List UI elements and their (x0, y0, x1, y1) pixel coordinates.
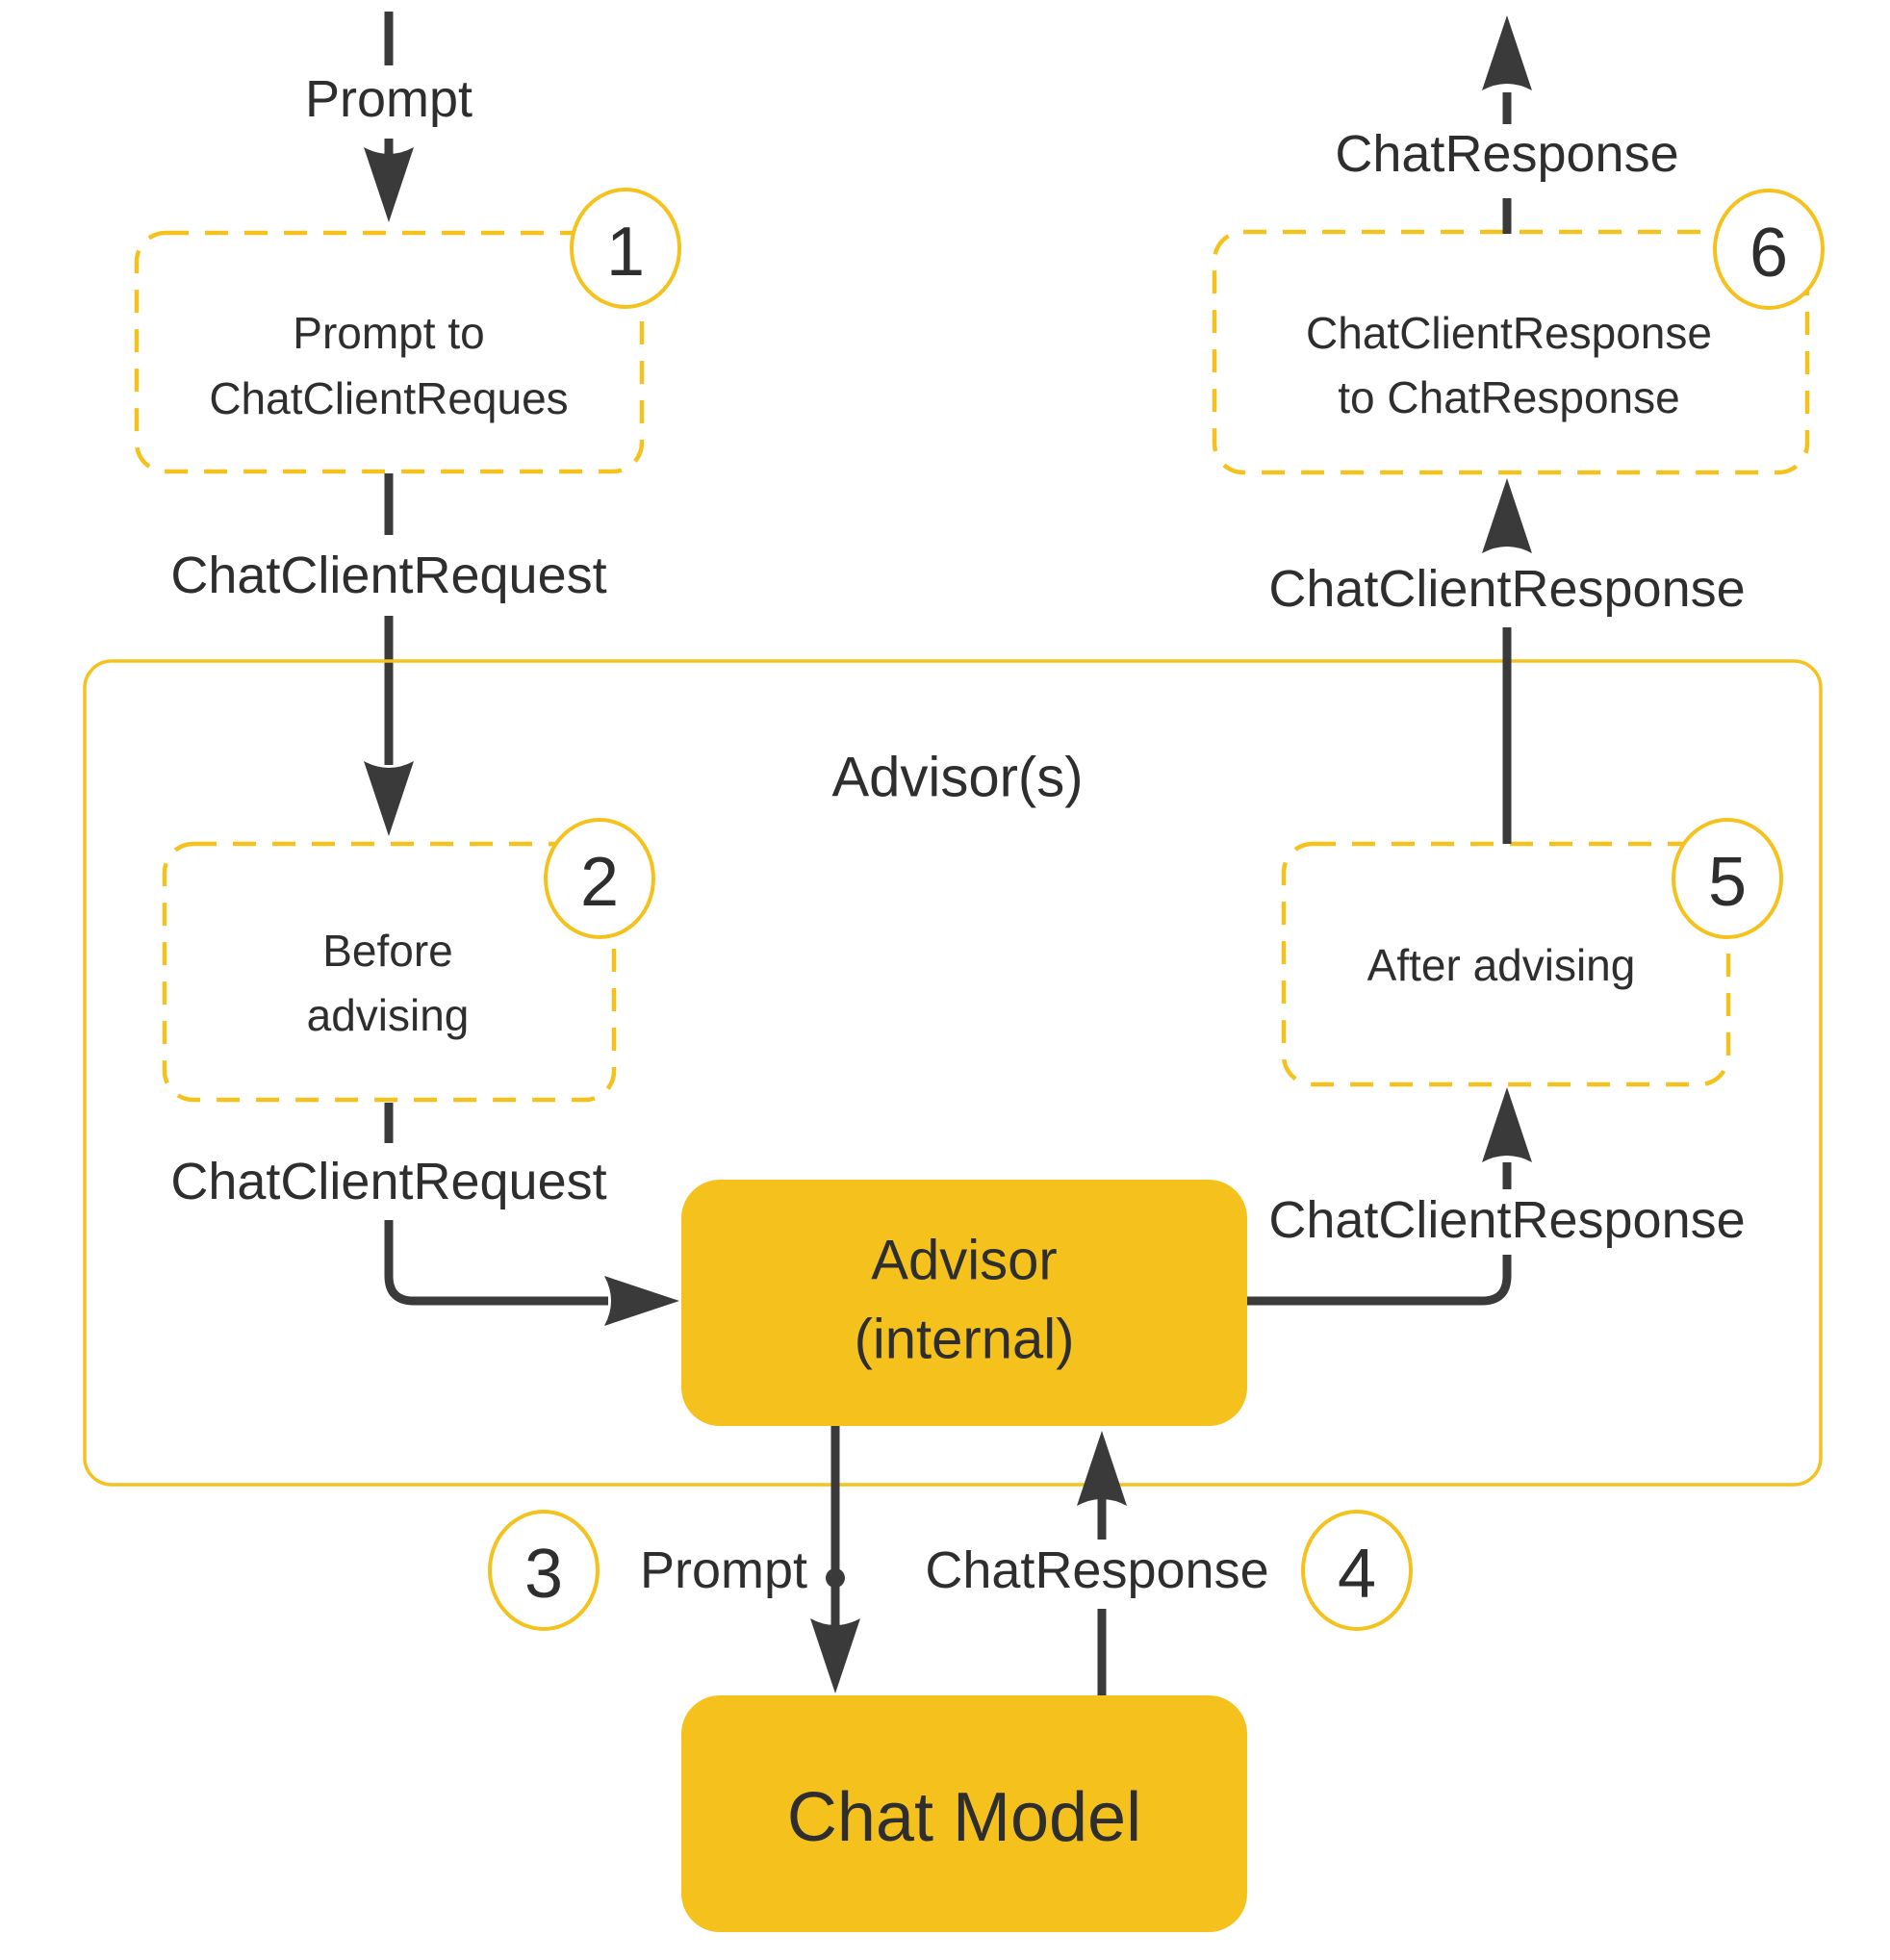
advisor-internal-line1: Advisor (871, 1230, 1057, 1292)
chatclientrequest-inner-arrowhead-right-icon (604, 1276, 679, 1326)
advisors-container: Advisor(s) (83, 659, 1823, 1487)
prompt-to-model-label: Prompt (640, 1541, 807, 1599)
chatclientresponse-outer-arrowhead-up-icon (1482, 478, 1532, 553)
chatclientresponse-inner-label: ChatClientResponse (1268, 1191, 1745, 1249)
chatresponse-from-model-label: ChatResponse (925, 1541, 1268, 1599)
node-after-advising: After advising 5 (1281, 818, 1783, 1087)
step-6-badge (1713, 189, 1825, 310)
chatclientresponse-outer-label: ChatClientResponse (1268, 560, 1745, 618)
advisors-container-box (83, 659, 1823, 1487)
step-5-badge (1672, 818, 1783, 939)
node-chat-model: Chat Model (681, 1695, 1247, 1932)
flow-chatclientrequest-outer: ChatClientRequest (170, 473, 607, 836)
step-4-number: 4 (1338, 1536, 1376, 1613)
advisors-container-title: Advisor(s) (831, 747, 1083, 809)
chatclientrequest-outer-arrowhead-down-icon (364, 761, 414, 836)
step-4-badge (1301, 1510, 1413, 1631)
chatclientresponse-inner-arrowhead-up-icon (1482, 1087, 1532, 1162)
step-2-badge (544, 818, 655, 939)
chatclientresponse-to-chatresponse-line2: to ChatResponse (1338, 372, 1679, 422)
after-advising-box (1281, 841, 1731, 1087)
step-1-number: 1 (606, 214, 645, 291)
chatclientresponse-inner-elbow (1247, 1255, 1512, 1306)
after-advising-label: After advising (1367, 940, 1636, 990)
step-5-number: 5 (1708, 844, 1747, 921)
step-2-number: 2 (580, 844, 619, 921)
flow-chatresponse-out: ChatResponse (1335, 15, 1679, 234)
prompt-to-model-dot-icon (826, 1568, 845, 1588)
chatclientrequest-inner-label: ChatClientRequest (170, 1153, 606, 1210)
step-3-badge (488, 1510, 600, 1631)
flow-prompt-to-model: 3 Prompt (488, 1426, 860, 1693)
chat-model-label: Chat Model (787, 1779, 1141, 1856)
node-chatclientresponse-to-chatresponse: ChatClientResponse to ChatResponse 6 (1212, 189, 1825, 475)
step-1-badge (570, 188, 681, 309)
before-advising-box (162, 841, 617, 1103)
chatresponse-out-arrowhead-up-icon (1482, 15, 1532, 90)
step-6-number: 6 (1750, 215, 1788, 292)
advisor-internal-line2: (internal) (855, 1309, 1075, 1371)
chatclientresponse-to-chatresponse-box (1212, 229, 1810, 475)
chat-model-box (681, 1695, 1247, 1932)
prompt-to-chatclientrequest-line1: Prompt to (293, 308, 484, 358)
node-prompt-to-chatclientrequest: Prompt to ChatClientReques 1 (134, 188, 681, 474)
prompt-to-chatclientrequest-box (134, 230, 645, 474)
before-advising-line1: Before (322, 926, 453, 976)
node-advisor-internal: Advisor (internal) (681, 1180, 1247, 1426)
node-before-advising: Before advising 2 (162, 818, 655, 1103)
flow-chatclientresponse-outer: ChatClientResponse (1268, 478, 1746, 844)
flow-chatresponse-from-model: ChatResponse 4 (925, 1431, 1413, 1697)
step-3-number: 3 (524, 1536, 563, 1613)
chatclientrequest-inner-elbow (384, 1220, 608, 1306)
prompt-in-arrowhead-down-icon (364, 147, 414, 222)
chatclientrequest-outer-label: ChatClientRequest (170, 547, 606, 604)
chatresponse-from-model-arrowhead-up-icon (1077, 1431, 1127, 1506)
advisor-internal-box (681, 1180, 1247, 1426)
flow-prompt-in: Prompt (305, 12, 472, 222)
flow-chatclientresponse-inner: ChatClientResponse (1247, 1087, 1746, 1306)
flow-chatclientrequest-inner: ChatClientRequest (170, 1103, 679, 1326)
before-advising-line2: advising (307, 990, 470, 1040)
chatresponse-out-label: ChatResponse (1335, 125, 1678, 183)
chatclientresponse-to-chatresponse-line1: ChatClientResponse (1306, 308, 1712, 358)
prompt-to-chatclientrequest-line2: ChatClientReques (209, 373, 568, 423)
prompt-in-label: Prompt (305, 70, 472, 128)
prompt-to-model-arrowhead-down-icon (810, 1618, 860, 1693)
